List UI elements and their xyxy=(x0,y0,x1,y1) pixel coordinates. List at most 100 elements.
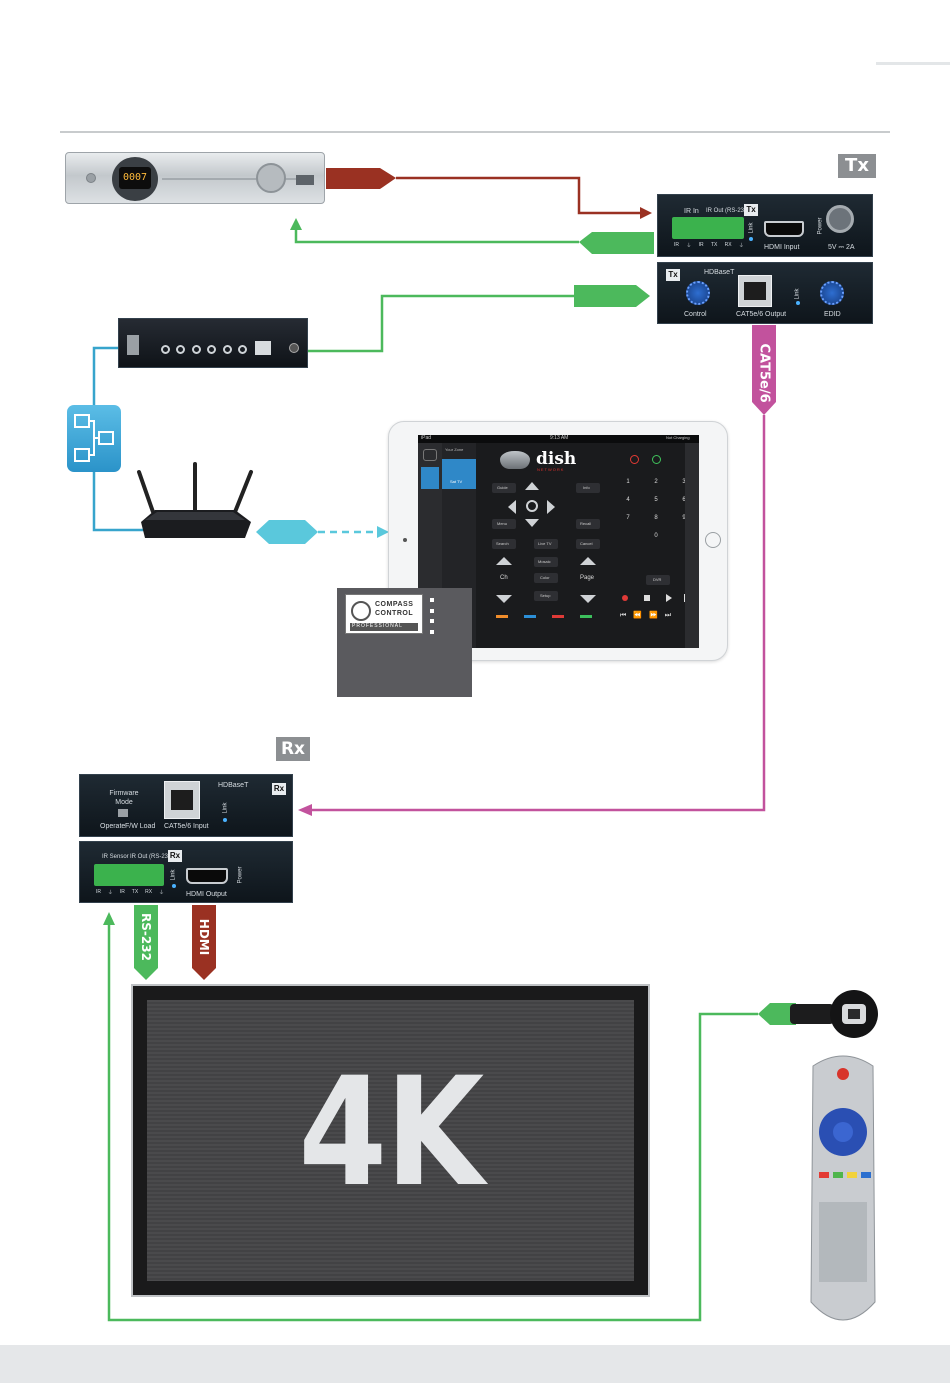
wifi-router xyxy=(135,460,255,540)
controller-ethernet xyxy=(255,341,271,355)
ipad-blue-key[interactable] xyxy=(524,615,536,618)
ipad-orange-key[interactable] xyxy=(496,615,508,618)
ipad-key[interactable]: 7 xyxy=(626,515,630,521)
ipad-menu-button[interactable]: Menu xyxy=(492,519,516,529)
hdmi-source-connector xyxy=(326,168,396,189)
ipad-info-button[interactable]: Info xyxy=(576,483,600,493)
rx-link-label: Link xyxy=(222,802,229,814)
ipad-guide-label: Guide xyxy=(497,485,508,490)
ipad-menu-label: Menu xyxy=(497,521,508,526)
tv-4k-text: 4K xyxy=(298,1046,484,1220)
tv-display: 4K xyxy=(131,984,650,1297)
ipad-key[interactable]: 8 xyxy=(654,515,658,521)
rx-pin-label: TX xyxy=(131,889,139,895)
ipad-rail-active[interactable] xyxy=(421,467,439,489)
tx-power-label: Power xyxy=(817,217,824,235)
ipad-down-arrow[interactable] xyxy=(525,519,539,527)
ipad-page-down[interactable] xyxy=(580,595,596,603)
ipad-dish-dish-icon xyxy=(500,451,530,469)
ipad-power-off-icon[interactable] xyxy=(630,455,639,464)
tx-top-unit: IR In IR Out (RS-232) Tx IR ⏚ IR TX RX ⏚… xyxy=(657,194,873,257)
tx-pin-label: RX xyxy=(724,242,732,248)
ipad-recall-label: Recall xyxy=(580,521,592,526)
rx-power-label: Power xyxy=(237,866,244,884)
ipad-setup-button[interactable]: Setup xyxy=(534,591,558,601)
top-corner-line xyxy=(876,62,950,65)
rx-pin-label: IR xyxy=(119,889,125,895)
ipad-search-button[interactable]: Search xyxy=(492,539,516,549)
ipad-source-tile[interactable]: Sat TV xyxy=(442,459,476,489)
compass-line2: CONTROL xyxy=(375,610,414,617)
ipad-brand-sub: NETWORK xyxy=(537,467,565,472)
ipad-setup-label: Setup xyxy=(540,593,551,598)
tx-power-rating: 5V ⎓ 2A xyxy=(828,244,855,251)
tx-edid-label: EDID xyxy=(824,311,841,318)
ipad-camera xyxy=(403,538,407,542)
ipad-left-arrow[interactable] xyxy=(508,500,516,514)
tx-power-jack xyxy=(826,205,854,233)
network-wire-top xyxy=(92,346,120,405)
rx-badge-small: Rx xyxy=(272,783,286,795)
ipad-key[interactable]: 9 xyxy=(682,515,686,521)
tx-pin-label: ⏚ xyxy=(686,243,692,249)
ir-eye-arrow xyxy=(103,912,115,925)
ipad-source-label: Sat TV xyxy=(450,479,463,484)
ipad-play-icon[interactable] xyxy=(666,594,672,602)
ipad-key[interactable]: 1 xyxy=(626,479,630,485)
ipad-zone-label: Your Zone xyxy=(445,447,464,452)
ipad-guide-button[interactable]: Guide xyxy=(492,483,516,493)
ipad-search-label: Search xyxy=(496,541,509,546)
controller-port xyxy=(176,345,186,354)
ir-eye-connector xyxy=(758,1003,796,1025)
ipad-right-arrow[interactable] xyxy=(547,500,555,514)
ipad-key[interactable]: 5 xyxy=(654,497,658,503)
ipad-record-icon[interactable] xyxy=(622,595,628,601)
ipad-key[interactable]: 2 xyxy=(654,479,658,485)
network-switch-icon xyxy=(67,405,121,472)
ipad-page-label: Page xyxy=(580,575,595,581)
ipad-recall-button[interactable]: Recall xyxy=(576,519,600,529)
ipad-key[interactable]: 3 xyxy=(682,479,686,485)
ipad-dvr-button[interactable]: DVR xyxy=(646,575,670,585)
rx-pin-label: IR xyxy=(96,889,101,895)
ipad-mosaic-label: Mosaic xyxy=(538,559,551,564)
rx-hdmi-port xyxy=(186,868,228,884)
ipad-color-button[interactable]: Color xyxy=(534,573,558,583)
hdmi-out-connector xyxy=(192,905,216,980)
stb-dvb-logo xyxy=(296,175,314,185)
footer-band xyxy=(0,1345,950,1383)
tx-pin-label: ⏚ xyxy=(738,243,744,249)
ipad-stop-icon[interactable] xyxy=(644,595,650,601)
hdmi-source-arrow xyxy=(640,207,652,219)
compass-logo-card: COMPASS CONTROL PROFESSIONAL xyxy=(337,588,472,697)
tx-bottom-unit: Tx HDBaseT Control CAT5e/6 Output Link E… xyxy=(657,262,873,324)
ipad-home-button xyxy=(705,532,721,548)
compass-controller-box xyxy=(118,318,308,368)
tx-hdmi-port xyxy=(764,221,804,237)
ipad-key[interactable]: 4 xyxy=(626,497,630,503)
ipad-livetv-label: Live TV xyxy=(538,541,552,546)
ipad-green-key[interactable] xyxy=(580,615,592,618)
ipad-rail-icon[interactable] xyxy=(423,449,437,461)
controller-port xyxy=(161,345,170,354)
ipad-right-rail xyxy=(685,443,699,648)
ipad-page-up[interactable] xyxy=(580,557,596,565)
hdmi-cable-label: HDMI xyxy=(197,918,211,956)
ipad-ch-down[interactable] xyxy=(496,595,512,603)
rx-input-label: CAT5e/6 Input xyxy=(164,823,209,830)
ipad-power-on-icon[interactable] xyxy=(652,455,661,464)
ipad-ok-button[interactable] xyxy=(526,500,538,512)
ipad-red-key[interactable] xyxy=(552,615,564,618)
ipad-up-arrow[interactable] xyxy=(525,482,539,490)
ipad-cancel-button[interactable]: Cancel xyxy=(576,539,600,549)
ipad-key[interactable]: 0 xyxy=(654,533,658,539)
ipad-key[interactable]: 6 xyxy=(682,497,686,503)
ir-eye-wire xyxy=(107,925,758,1322)
ipad-livetv-button[interactable]: Live TV xyxy=(534,539,558,549)
ipad-ch-up[interactable] xyxy=(496,557,512,565)
rx-terminal-block xyxy=(94,864,164,886)
cat-arrow xyxy=(298,804,312,816)
ipad-ch-label: Ch xyxy=(500,575,508,581)
ipad-mosaic-button[interactable]: Mosaic xyxy=(534,557,558,567)
ipad-transport-row[interactable]: ⏮⏪⏩⏭ xyxy=(620,612,679,619)
